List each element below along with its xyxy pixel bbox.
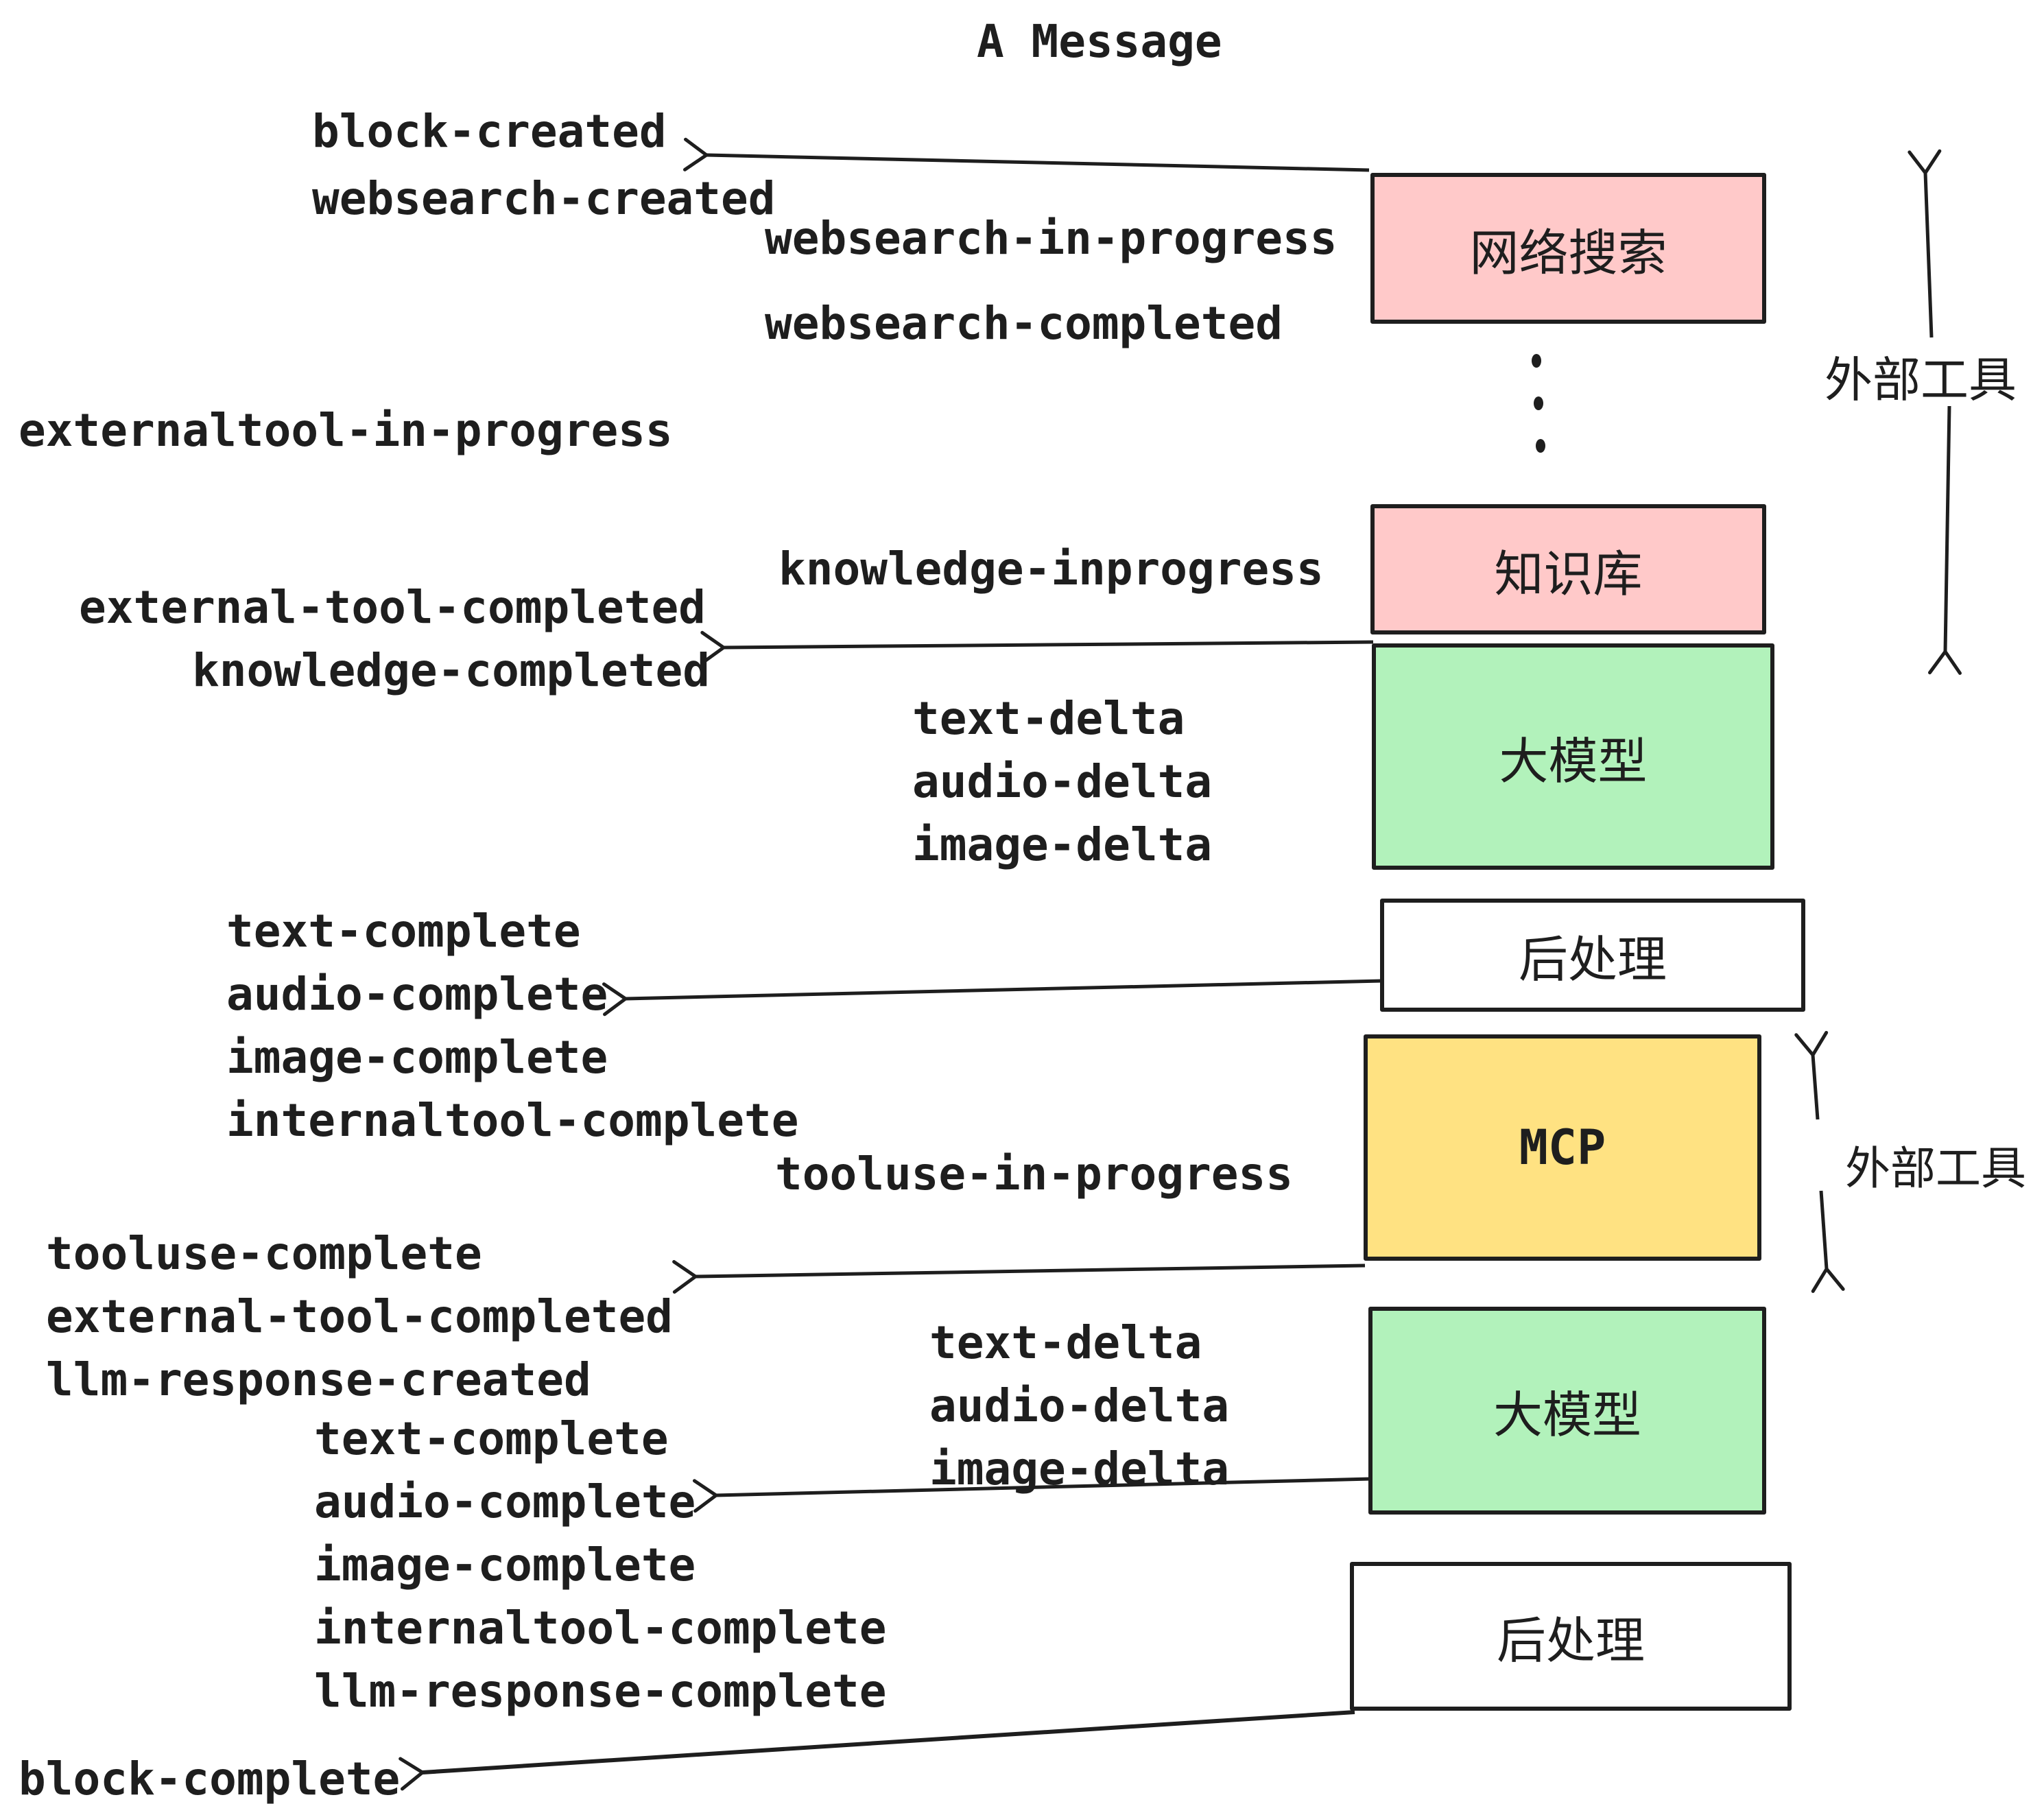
event-text-delta-1: text-delta xyxy=(912,692,1185,745)
event-internaltool-complete-1: internaltool-complete xyxy=(226,1094,799,1147)
event-external-tool-completed-2: external-tool-completed xyxy=(46,1290,673,1343)
event-audio-delta-2: audio-delta xyxy=(929,1379,1230,1432)
node-websearch-label: 网络搜索 xyxy=(1469,224,1667,282)
diagram-title: A Message xyxy=(977,15,1222,68)
event-llm-response-complete: llm-response-complete xyxy=(314,1665,887,1718)
event-tooluse-complete: tooluse-complete xyxy=(46,1227,482,1280)
node-knowledge-label: 知识库 xyxy=(1494,545,1643,603)
node-mcp: MCP xyxy=(1364,1034,1761,1261)
event-audio-complete-2: audio-complete xyxy=(314,1475,696,1528)
event-image-delta-1: image-delta xyxy=(912,818,1213,871)
event-text-delta-2: text-delta xyxy=(929,1316,1202,1369)
event-audio-delta-1: audio-delta xyxy=(912,755,1213,808)
event-image-complete-2: image-complete xyxy=(314,1539,696,1591)
event-knowledge-completed: knowledge-completed xyxy=(192,644,710,697)
external-tools-2-up-arrow xyxy=(1794,1030,1829,1120)
event-websearch-completed: websearch-completed xyxy=(765,297,1283,350)
event-text-complete-2: text-complete xyxy=(314,1412,669,1465)
external-tools-down-arrow xyxy=(1927,405,1962,675)
node-postprocess-1: 后处理 xyxy=(1380,899,1805,1012)
node-llm-1: 大模型 xyxy=(1372,643,1774,870)
event-externaltool-in-progress: externaltool-in-progress xyxy=(19,404,673,457)
event-block-created: block-created xyxy=(312,105,667,158)
arrow-to-knowledge-completed xyxy=(700,630,1374,665)
node-knowledge: 知识库 xyxy=(1370,504,1766,634)
node-llm-2: 大模型 xyxy=(1368,1307,1766,1515)
event-websearch-in-progress: websearch-in-progress xyxy=(765,212,1338,265)
event-tooluse-in-progress: tooluse-in-progress xyxy=(775,1148,1293,1200)
ellipsis-dots-icon xyxy=(1532,354,1545,453)
event-knowledge-inprogress: knowledge-inprogress xyxy=(779,543,1324,595)
node-llm-2-label: 大模型 xyxy=(1493,1386,1641,1444)
event-audio-complete-1: audio-complete xyxy=(226,968,608,1021)
event-block-complete: block-complete xyxy=(19,1753,401,1804)
event-websearch-created: websearch-created xyxy=(312,172,776,225)
arrow-to-image-complete xyxy=(602,979,1382,1017)
node-postprocess-2-label: 后处理 xyxy=(1496,1612,1645,1670)
event-image-delta-2: image-delta xyxy=(929,1443,1230,1495)
arrow-to-external-tool-completed xyxy=(672,1260,1366,1294)
arrow-to-websearch-created xyxy=(683,137,1370,172)
external-tools-label-2: 外部工具 xyxy=(1845,1142,2026,1195)
node-llm-1-label: 大模型 xyxy=(1499,732,1648,790)
event-external-tool-completed-1: external-tool-completed xyxy=(79,581,706,634)
node-mcp-label: MCP xyxy=(1519,1119,1606,1176)
event-internaltool-complete-2: internaltool-complete xyxy=(314,1602,887,1654)
external-tools-up-arrow xyxy=(1908,149,1942,338)
arrow-to-audio-complete xyxy=(692,1477,1371,1513)
node-postprocess-1-label: 后处理 xyxy=(1518,931,1667,988)
external-tools-2-down-arrow xyxy=(1811,1190,1845,1293)
arrow-to-block-complete xyxy=(399,1710,1355,1791)
node-postprocess-2: 后处理 xyxy=(1350,1562,1792,1711)
external-tools-label-1: 外部工具 xyxy=(1825,352,2017,408)
event-image-complete-1: image-complete xyxy=(226,1031,608,1084)
event-llm-response-created: llm-response-created xyxy=(46,1353,591,1406)
node-websearch: 网络搜索 xyxy=(1370,173,1766,324)
event-text-complete-1: text-complete xyxy=(226,905,581,958)
